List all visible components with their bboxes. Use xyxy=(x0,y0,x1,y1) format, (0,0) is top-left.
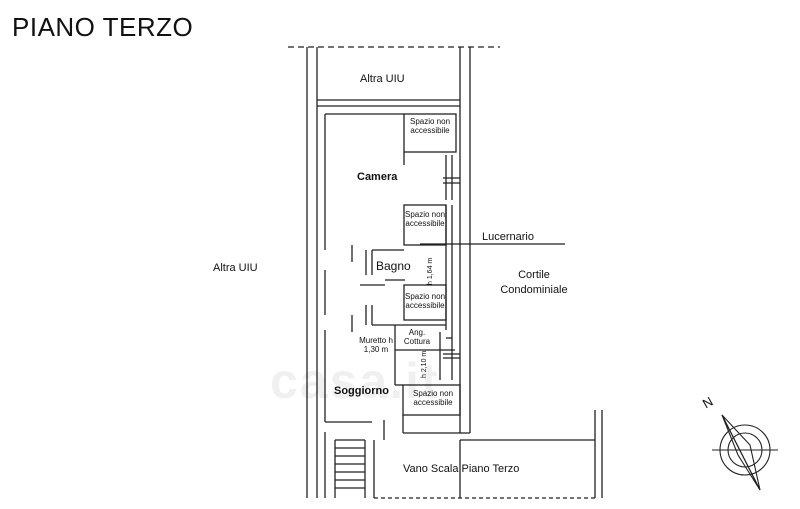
north-arrow-icon xyxy=(712,414,778,491)
room-label-camera: Camera xyxy=(357,171,398,183)
vano-scala-label: Vano Scala Piano Terzo xyxy=(403,463,520,475)
height-label-bagno: h 1,64 m xyxy=(427,257,434,285)
room-label-soggiorno: Soggiorno xyxy=(334,385,389,397)
page-title: PIANO TERZO xyxy=(12,12,194,42)
cortile-label: Cortile Condominiale xyxy=(500,269,568,296)
room-label-spazio-1: Spazio non accessibile xyxy=(409,117,451,135)
watermark-logo: casa.it xyxy=(270,353,440,409)
muretto-label: Muretto h 1,30 m xyxy=(359,336,393,354)
room-label-spazio-4: Spazio non accessibile xyxy=(412,389,454,407)
room-label-altra-uiu-top: Altra UIU xyxy=(360,73,405,85)
room-label-spazio-2: Spazio non accessibile xyxy=(404,210,446,228)
lucernario-label: Lucernario xyxy=(482,231,534,243)
room-label-bagno: Bagno xyxy=(376,259,411,273)
room-label-altra-uiu-left: Altra UIU xyxy=(213,262,258,274)
ang-cottura-label: Ang. Cottura xyxy=(403,328,431,346)
room-label-spazio-3: Spazio non accessibile xyxy=(404,292,446,310)
